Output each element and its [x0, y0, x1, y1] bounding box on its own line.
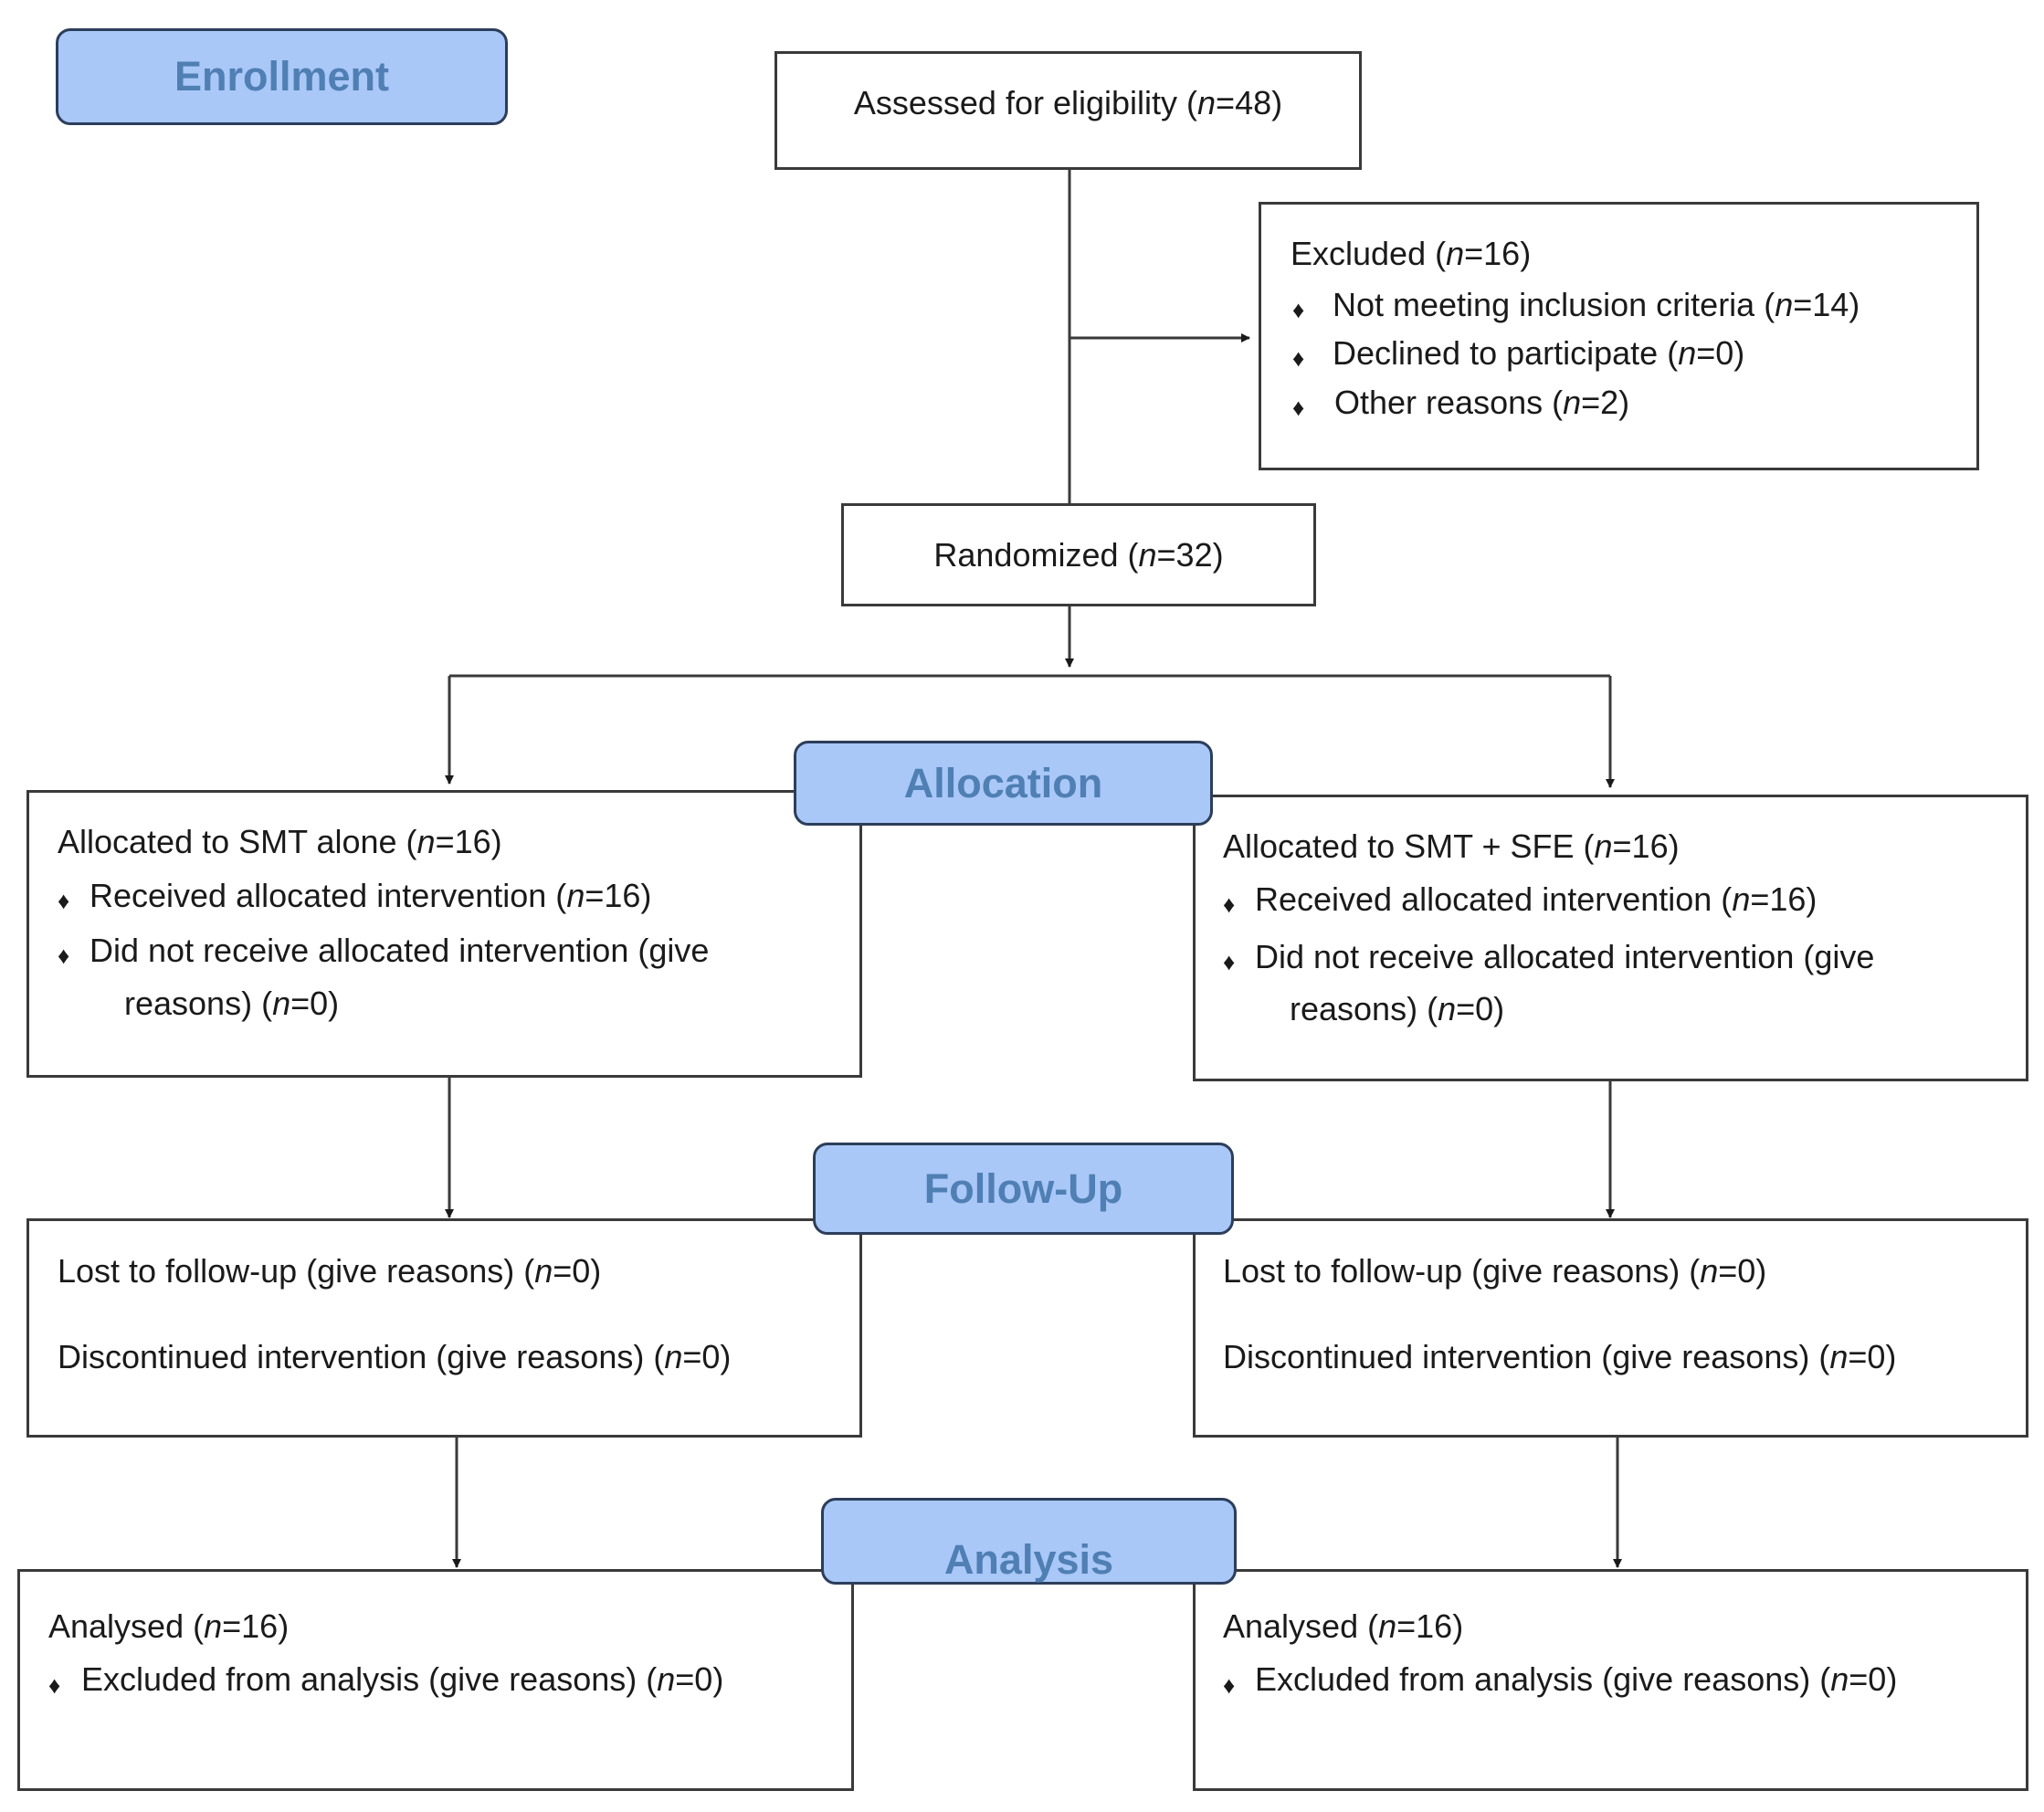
not-received-reasons-right: reasons) (n=0) — [1290, 990, 1505, 1027]
assessed-box: Assessed for eligibility (n=48) — [774, 51, 1362, 170]
not-received-text-left: Did not receive allocated intervention (… — [90, 932, 710, 969]
analysis-box-right: Analysed (n=16) ♦ Excluded from analysis… — [1193, 1569, 2028, 1791]
received-text-right: Received allocated intervention (n=16) — [1255, 880, 1817, 918]
bullet-icon: ♦ — [1292, 344, 1305, 372]
bullet-icon: ♦ — [1223, 948, 1236, 975]
discontinued-text-left: Discontinued intervention (give reasons)… — [58, 1338, 732, 1375]
allocation-box-right: Allocated to SMT + SFE (n=16) ♦ Received… — [1193, 795, 2028, 1081]
excluded-box: Excluded (n=16) ♦ Not meeting inclusion … — [1259, 202, 1979, 470]
assessed-text: Assessed for eligibility (n=48) — [853, 84, 1283, 121]
randomized-box: Randomized (n=32) — [841, 503, 1316, 606]
bullet-icon: ♦ — [1223, 1671, 1236, 1699]
bullet-icon: ♦ — [48, 1671, 61, 1699]
stage-analysis: Analysis — [821, 1498, 1237, 1585]
stage-allocation: Allocation — [794, 741, 1213, 826]
not-received-reasons-left: reasons) (n=0) — [124, 985, 340, 1022]
bullet-icon: ♦ — [58, 942, 70, 969]
stage-follow-up: Follow-Up — [813, 1143, 1234, 1235]
followup-box-left: Lost to follow-up (give reasons) (n=0) D… — [26, 1218, 862, 1438]
bullet-icon: ♦ — [58, 887, 70, 914]
excluded-item: Declined to participate (n=0) — [1333, 334, 1745, 372]
analysis-box-left: Analysed (n=16) ♦ Excluded from analysis… — [17, 1569, 854, 1791]
allocation-box-left: Allocated to SMT alone (n=16) ♦ Received… — [26, 790, 862, 1078]
excluded-item: Not meeting inclusion criteria (n=14) — [1333, 286, 1860, 323]
not-received-text-right: Did not receive allocated intervention (… — [1255, 938, 1875, 975]
discontinued-text-right: Discontinued intervention (give reasons)… — [1223, 1338, 1897, 1375]
followup-box-right: Lost to follow-up (give reasons) (n=0) D… — [1193, 1218, 2028, 1438]
randomized-text: Randomized (n=32) — [933, 536, 1224, 574]
allocation-title-right: Allocated to SMT + SFE (n=16) — [1223, 827, 1680, 865]
bullet-icon: ♦ — [1292, 394, 1305, 421]
analysed-text-left: Analysed (n=16) — [48, 1607, 290, 1645]
analysed-text-right: Analysed (n=16) — [1223, 1607, 1464, 1645]
lost-text-right: Lost to follow-up (give reasons) (n=0) — [1223, 1252, 1767, 1290]
bullet-icon: ♦ — [1292, 296, 1305, 323]
excluded-analysis-text-left: Excluded from analysis (give reasons) (n… — [81, 1660, 724, 1698]
excluded-title: Excluded (n=16) — [1291, 235, 1532, 272]
stage-enrollment: Enrollment — [56, 28, 508, 125]
excluded-item: Other reasons (n=2) — [1334, 384, 1630, 421]
bullet-icon: ♦ — [1223, 890, 1236, 918]
received-text-left: Received allocated intervention (n=16) — [90, 877, 652, 914]
lost-text-left: Lost to follow-up (give reasons) (n=0) — [58, 1252, 602, 1290]
excluded-analysis-text-right: Excluded from analysis (give reasons) (n… — [1255, 1660, 1898, 1698]
allocation-title-left: Allocated to SMT alone (n=16) — [58, 823, 502, 860]
